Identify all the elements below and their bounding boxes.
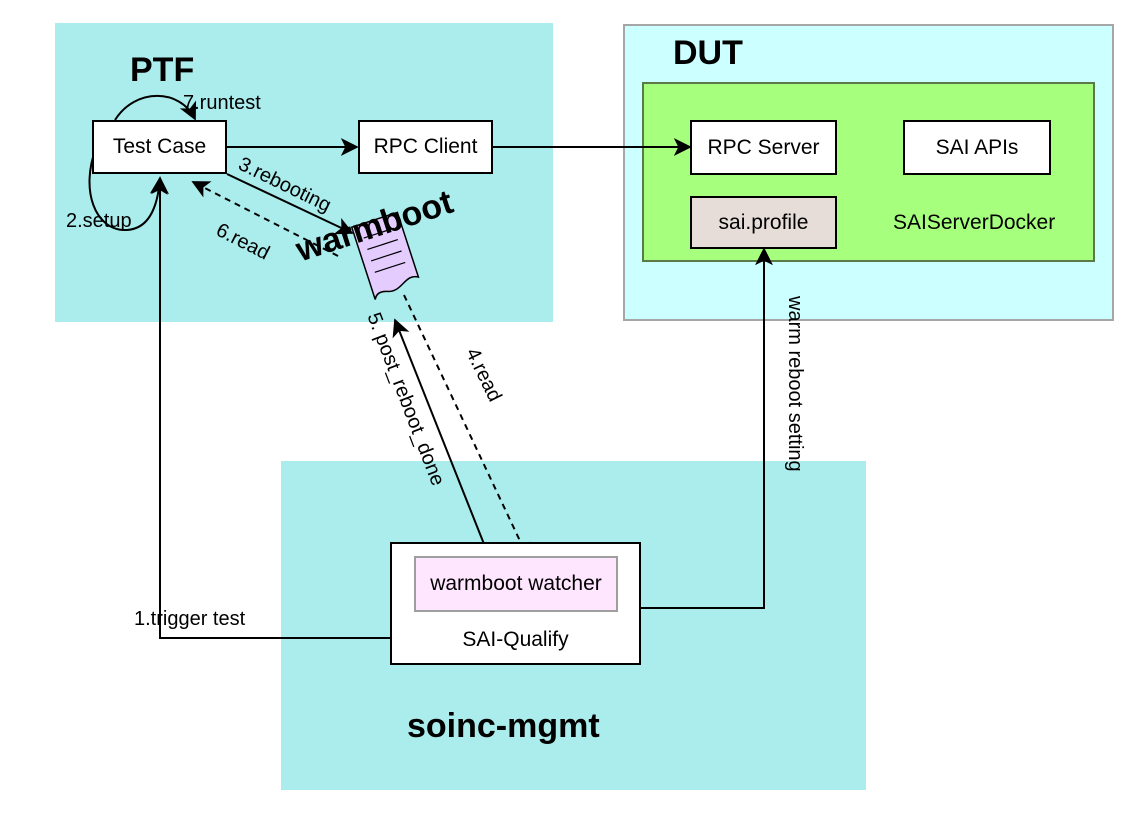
edge-rebooting bbox=[226, 173, 354, 235]
dut-title: DUT bbox=[673, 34, 743, 72]
rpc-client-box: RPC Client bbox=[358, 120, 493, 174]
edge-setup bbox=[88, 147, 168, 232]
warmboot-document-shape bbox=[350, 211, 420, 300]
edge-read-6 bbox=[191, 181, 339, 257]
mgmt-title: soinc-mgmt bbox=[407, 707, 600, 745]
sai-apis-box: SAI APIs bbox=[903, 120, 1051, 175]
edge-read-4 bbox=[403, 294, 531, 562]
ptf-title: PTF bbox=[130, 51, 195, 89]
rpc-server-box: RPC Server bbox=[690, 120, 837, 175]
warmboot-watcher-box: warmboot watcher bbox=[414, 556, 618, 612]
edge-trigger-test bbox=[151, 176, 391, 639]
label-setup: 2.setup bbox=[66, 210, 132, 232]
label-warm-reboot-setting: warm reboot setting bbox=[784, 296, 806, 472]
sai-qualify-label: SAI-Qualify bbox=[462, 628, 569, 651]
label-trigger-test: 1.trigger test bbox=[134, 608, 246, 630]
edge-runtest bbox=[114, 95, 197, 121]
label-runtest: 7.runtest bbox=[183, 92, 261, 114]
sai-profile-box: sai.profile bbox=[690, 196, 837, 249]
edge-post-reboot-done bbox=[392, 318, 485, 545]
test-case-box: Test Case bbox=[92, 120, 227, 174]
edge-warm-reboot-setting bbox=[641, 247, 773, 609]
docker-label: SAIServerDocker bbox=[893, 211, 1056, 234]
